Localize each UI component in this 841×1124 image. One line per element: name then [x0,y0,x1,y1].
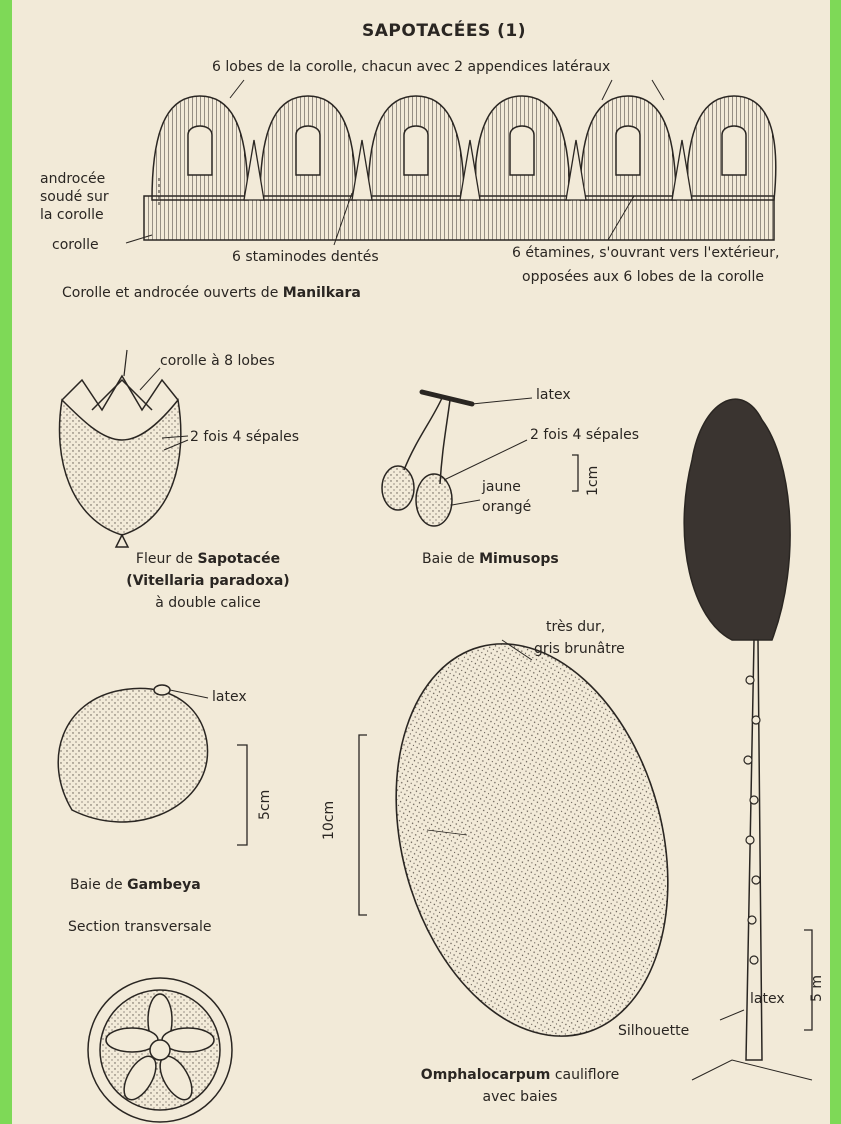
gambeya-section-drawing [88,978,232,1122]
label-corolle: corolle [52,236,99,254]
caption-gambeya-genus: Gambeya [127,877,201,893]
label-vitellaria-sepales: 2 fois 4 sépales [190,428,299,446]
label-mimusops-jaune: jaune [482,478,521,496]
manilkara-corolla-drawing [126,80,776,245]
scale-tree: 5 m [808,975,826,1002]
caption-gambeya-section: Section transversale [68,918,212,936]
label-staminodes: 6 staminodes dentés [232,248,379,266]
label-androcee-1: androcée [40,170,105,188]
label-etamines-2: opposées aux 6 lobes de la corolle [522,268,764,286]
vitellaria-flower-drawing [60,350,189,547]
botanical-plate: SAPOTACÉES (1) 6 lobes de la corolle, ch… [12,0,830,1124]
caption-omphalocarpum-1: Omphalocarpum cauliflore [421,1066,619,1084]
plate-title: SAPOTACÉES (1) [362,22,526,40]
omphalocarpum-fruit-drawing [355,613,710,1067]
label-androcee-3: la corolle [40,206,104,224]
label-tree-latex: latex [750,990,785,1008]
illustrations [12,0,830,1124]
caption-gambeya-text: Baie de [70,877,127,893]
scale-omphalocarpum: 10cm [320,801,338,840]
caption-vitellaria-1: Fleur de Sapotacée [136,550,280,568]
label-etamines-1: 6 étamines, s'ouvrant vers l'extérieur, [512,244,780,262]
caption-vitellaria-3: à double calice [155,594,261,612]
caption-vitellaria-2: (Vitellaria paradoxa) [126,572,289,590]
caption-omphalocarpum-2: avec baies [483,1088,558,1106]
caption-manilkara-text: Corolle et androcée ouverts de [62,285,283,301]
caption-omphalocarpum-genus: Omphalocarpum [421,1067,551,1083]
label-silhouette: Silhouette [618,1022,689,1040]
gambeya-berry-drawing [58,685,247,845]
caption-vitellaria-text: Fleur de [136,551,198,567]
caption-mimusops: Baie de Mimusops [422,550,559,568]
caption-mimusops-genus: Mimusops [479,551,559,567]
caption-omphalocarpum-text: cauliflore [550,1067,619,1083]
caption-mimusops-text: Baie de [422,551,479,567]
caption-vitellaria-family: Sapotacée [197,551,280,567]
scale-gambeya: 5cm [256,790,274,820]
label-omphalocarpum-2: gris brunâtre [534,640,625,658]
caption-manilkara-genus: Manilkara [283,285,361,301]
label-vitellaria-corolle: corolle à 8 lobes [160,352,275,370]
label-mimusops-orange: orangé [482,498,531,516]
scale-mimusops: 1cm [584,466,602,496]
label-omphalocarpum-1: très dur, [546,618,605,636]
label-mimusops-sepales: 2 fois 4 sépales [530,426,639,444]
label-gambeya-latex: latex [212,688,247,706]
label-androcee-2: soudé sur [40,188,109,206]
mimusops-berry-drawing [382,392,578,526]
tree-silhouette-drawing [684,399,812,1080]
label-lobes: 6 lobes de la corolle, chacun avec 2 app… [212,58,610,76]
caption-manilkara: Corolle et androcée ouverts de Manilkara [62,284,361,302]
caption-gambeya: Baie de Gambeya [70,876,201,894]
label-mimusops-latex: latex [536,386,571,404]
